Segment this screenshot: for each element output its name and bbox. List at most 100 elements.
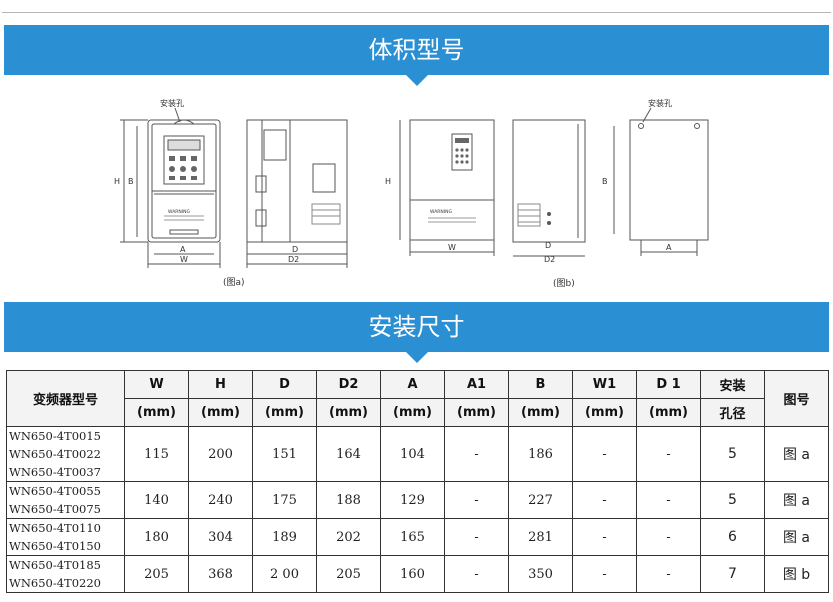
dim-label-d: D [292,245,298,254]
cell-w1: - [572,555,637,593]
unit-a1: (mm) [444,398,509,427]
dim-label-w-b: W [448,243,456,252]
cell-b: 281 [508,518,573,556]
header-b: B [508,370,573,399]
header-d2: D2 [316,370,381,399]
fig-b-front-view: WARNING H W [385,119,495,256]
warning-label-a: WARNING [168,209,190,215]
header-model: 变频器型号 [6,370,125,427]
cell-figure: 图 a [764,518,829,556]
cell-figure: 图 a [764,481,829,519]
fig-a-side-view: D D2 [246,119,348,268]
model-name: WN650-4T0015 [9,429,101,443]
fig-b-side-view: D D2 [512,119,586,264]
table-header-row: 变频器型号 W H D D2 A A1 B W1 D 1 安装 图号 [6,370,829,427]
cell-d2: 188 [316,481,381,519]
cell-d2: 202 [316,518,381,556]
unit-hole: 孔径 [700,398,765,427]
cell-w: 205 [124,555,189,593]
cell-hole: 6 [700,518,765,556]
cell-w1: - [572,426,637,482]
unit-d1: (mm) [636,398,701,427]
section-banner-install: 安装尺寸 [4,302,829,363]
table-row: WN650-4T0185 WN650-4T0220 205 368 2 00 2… [6,555,829,593]
dim-label-d2: D2 [288,255,299,264]
cell-d1: - [636,426,701,482]
dim-label-a: A [180,245,186,254]
dim-label-d-b: D [545,241,551,250]
cell-d: 175 [252,481,317,519]
cell-d1: - [636,481,701,519]
section-title: 安装尺寸 [368,313,465,341]
dim-label-b-b: B [602,177,608,186]
banner-arrow [404,74,429,86]
model-name: WN650-4T0185 [9,558,101,572]
figure-b-caption: (图b) [553,278,575,289]
section-title: 体积型号 [368,36,465,64]
figure-a-caption: (图a) [223,277,245,288]
unit-a: (mm) [380,398,445,427]
mount-hole-label-a: 安装孔 [160,98,184,108]
model-name: WN650-4T0075 [9,502,101,516]
drawings-svg: WARNING H B A W 安装孔 [114,98,709,289]
cell-a1: - [444,426,509,482]
header-a: A [380,370,445,399]
unit-h: (mm) [188,398,253,427]
cell-d1: - [636,555,701,593]
cell-a1: - [444,518,509,556]
cell-d: 189 [252,518,317,556]
fig-b-rear-view: B A 安装孔 [602,98,709,256]
install-dimension-table: 变频器型号 W H D D2 A A1 B W1 D 1 安装 图号 (mm) … [6,370,829,593]
cell-d2: 164 [316,426,381,482]
model-cell: WN650-4T0055 WN650-4T0075 [6,481,125,519]
cell-b: 186 [508,426,573,482]
dim-label-w: W [180,255,188,264]
cell-figure: 图 b [764,555,829,593]
cell-w1: - [572,481,637,519]
cell-b: 350 [508,555,573,593]
cell-d1: - [636,518,701,556]
cell-hole: 7 [700,555,765,593]
cell-h: 304 [188,518,253,556]
table-row: WN650-4T0015 WN650-4T0022 WN650-4T0037 1… [6,426,829,482]
model-name: WN650-4T0220 [9,576,101,590]
cell-hole: 5 [700,481,765,519]
header-a1: A1 [444,370,509,399]
cell-h: 368 [188,555,253,593]
dim-label-a-b: A [666,243,672,252]
cell-d: 2 00 [252,555,317,593]
header-hole: 安装 [700,370,765,399]
section-banner-dimensions: 体积型号 [4,25,829,86]
cell-h: 200 [188,426,253,482]
cell-a: 129 [380,481,445,519]
cell-b: 227 [508,481,573,519]
cell-w: 180 [124,518,189,556]
fig-a-front-view: WARNING H B A W 安装孔 [114,98,221,268]
cell-h: 240 [188,481,253,519]
banner-arrow [404,351,429,363]
model-name: WN650-4T0022 [9,447,101,461]
table-row: WN650-4T0110 WN650-4T0150 180 304 189 20… [6,518,829,556]
dim-label-h-b: H [385,177,391,186]
model-cell: WN650-4T0015 WN650-4T0022 WN650-4T0037 [6,426,125,482]
header-figure: 图号 [764,370,829,427]
header-w1: W1 [572,370,637,399]
cell-a: 165 [380,518,445,556]
model-name: WN650-4T0037 [9,465,101,479]
model-name: WN650-4T0055 [9,484,101,498]
table-header-unit-row: (mm) (mm) (mm) (mm) (mm) (mm) (mm) (mm) … [7,398,829,427]
warning-label-b: WARNING [430,209,452,215]
model-name: WN650-4T0150 [9,539,101,553]
table-row: WN650-4T0055 WN650-4T0075 140 240 175 18… [6,481,829,519]
header-d: D [252,370,317,399]
cell-figure: 图 a [764,426,829,482]
dim-label-d2-b: D2 [544,255,555,264]
cell-a: 160 [380,555,445,593]
dim-label-b: B [128,177,134,186]
model-name: WN650-4T0110 [9,521,101,535]
mount-hole-label-b: 安装孔 [648,98,672,108]
header-h: H [188,370,253,399]
cell-w: 115 [124,426,189,482]
cell-d: 151 [252,426,317,482]
model-cell: WN650-4T0110 WN650-4T0150 [6,518,125,556]
